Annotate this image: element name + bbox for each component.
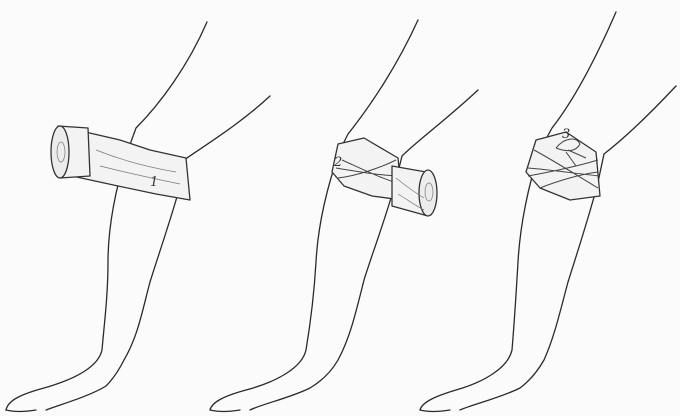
leg-step-1 [6,22,270,412]
bandage-1-roll-end [51,126,69,178]
leg-2-back-line [210,20,418,410]
step-1-number: 1 [150,175,158,190]
leg-step-3 [420,12,676,412]
leg-3-toe-line [420,410,450,412]
leg-1-back-line [6,22,207,410]
leg-3-back-line [420,12,616,410]
step-2-number: 2 [333,155,342,170]
bandage-step-2: 2 [332,138,437,216]
bandage-step-3: 3 [526,127,600,200]
bandage-step-1: 1 [51,126,190,200]
leg-1-toe-line [6,410,36,412]
leg-2-toe-line [210,410,240,412]
step-3-number: 3 [562,127,570,142]
leg-step-2 [210,20,478,412]
